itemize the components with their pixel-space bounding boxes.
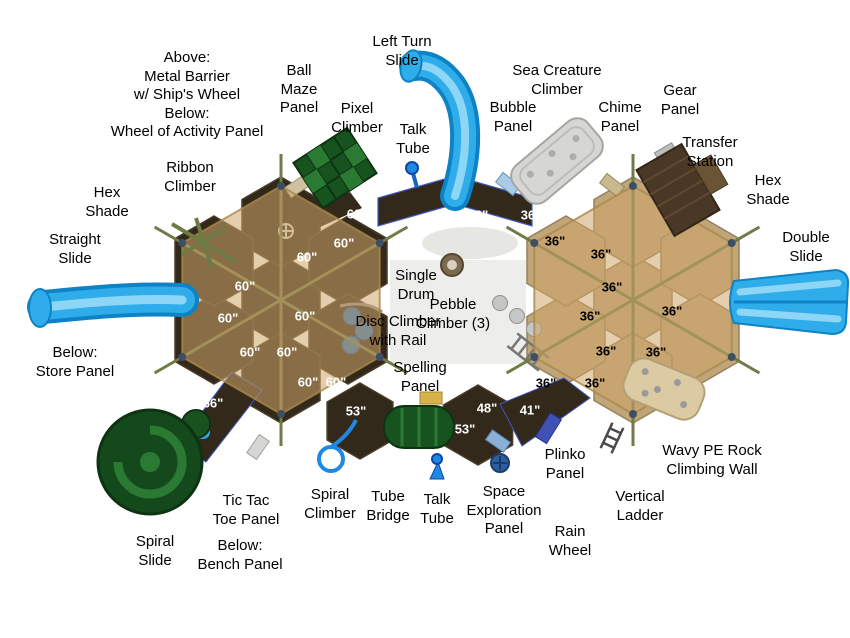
shade-post — [530, 239, 539, 247]
plinko-panel-label: Plinko Panel — [544, 446, 586, 482]
deck-height-measurement: 36" — [595, 343, 617, 359]
deck-height-measurement: 60" — [346, 206, 368, 222]
straight-slide-label: Straight Slide — [49, 231, 101, 267]
deck-height-measurement: 36" — [467, 207, 489, 223]
pebble-climber-label: Pebble Climber (3) — [415, 296, 491, 332]
space-exploration-panel-label: Space Exploration Panel — [466, 483, 542, 537]
shade-post — [178, 239, 187, 247]
shade-post — [178, 353, 187, 361]
store-panel-note-label: Below: Store Panel — [35, 344, 115, 380]
deck-hex-53in — [326, 382, 394, 460]
transfer-station-label: Transfer Station — [682, 134, 738, 170]
tube-bridge-label: Tube Bridge — [366, 488, 410, 524]
tic-tac-toe-panel-label: Tic Tac Toe Panel — [212, 492, 280, 528]
talk-tube-top-graphic — [405, 161, 419, 189]
talk-tube-bottom-label: Talk Tube — [420, 491, 454, 527]
single-drum-graphic — [440, 253, 464, 277]
rain-wheel-label: Rain Wheel — [548, 523, 592, 559]
plinko-panel-graphic — [534, 412, 563, 445]
deck-height-measurement: 60" — [297, 374, 319, 390]
deck-height-measurement: 60" — [296, 249, 318, 265]
deck-height-measurement: 53" — [345, 403, 367, 419]
spelling-panel-graphic — [419, 391, 443, 405]
ribbon-climber-graphic — [170, 217, 238, 269]
shade-post — [727, 239, 736, 247]
shade-post — [277, 410, 285, 418]
shade-layer — [153, 154, 761, 446]
ball-maze-panel-label: Ball Maze Panel — [279, 62, 319, 116]
single-drum-label: Single Drum — [395, 267, 437, 303]
deck-height-measurement: 60" — [325, 374, 347, 390]
tic-tac-toe-panel-graphic — [246, 433, 270, 461]
rain-wheel-graphic — [490, 453, 510, 473]
structures — [27, 49, 850, 516]
rail-ramp-graphic — [506, 332, 550, 372]
deck-height-measurement: 48" — [476, 400, 498, 416]
vertical-ladder-graphic — [599, 422, 625, 454]
center-ground — [390, 227, 526, 364]
shade-post — [629, 182, 637, 190]
deck-height-measurement: 36" — [601, 279, 623, 295]
bubble-panel-label: Bubble Panel — [489, 99, 537, 135]
spiral-slide-graphic — [96, 408, 211, 516]
metal-barrier-activity-wheel-note-label: Above: Metal Barrier w/ Ship's Wheel Bel… — [110, 49, 264, 140]
deck-height-measurement: 60" — [217, 310, 239, 326]
tube-bridge-graphic — [383, 405, 455, 449]
pixel-climber-graphic — [292, 126, 378, 210]
shade-post — [375, 239, 384, 247]
spiral-climber-label: Spiral Climber — [304, 486, 356, 522]
deck-height-measurement: 60" — [276, 344, 298, 360]
straight-slide-graphic — [27, 282, 199, 328]
vertical-ladder-label: Vertical Ladder — [615, 488, 665, 524]
ribbon-climber-label: Ribbon Climber — [164, 159, 216, 195]
shade-post — [727, 353, 736, 361]
deck-height-measurement: 60" — [333, 235, 355, 251]
deck-height-measurement: 36" — [645, 344, 667, 360]
spiral-climber-graphic — [317, 419, 358, 473]
deck-height-measurement: 60" — [234, 278, 256, 294]
chime-panel-label: Chime Panel — [598, 99, 642, 135]
talk-tube-bottom-graphic — [429, 453, 445, 480]
bench-panel-note-label: Below: Bench Panel — [197, 537, 283, 573]
pixel-climber-label: Pixel Climber — [331, 100, 383, 136]
deck-height-measurement: 36" — [590, 246, 612, 262]
space-exploration-panel-graphic — [484, 429, 512, 453]
shade-post — [530, 353, 539, 361]
deck-height-measurement: 60" — [294, 308, 316, 324]
transfer-station-graphic — [635, 142, 729, 238]
talk-tube-top-label: Talk Tube — [396, 121, 430, 157]
lower-right-walkway — [499, 377, 591, 447]
deck-height-measurement: 60" — [239, 344, 261, 360]
deck-height-measurement: 41" — [519, 402, 541, 418]
chime-panel-graphic — [598, 172, 626, 198]
hex-shade-left-label: Hex Shade — [85, 184, 129, 220]
wavy-rock-climbing-wall-graphic — [622, 357, 706, 421]
disc-climber-with-rail-label: Disc Climber with Rail — [355, 313, 441, 349]
shade-post — [277, 182, 285, 190]
left-turn-slide-graphic — [399, 49, 481, 211]
deck-height-measurement: 36" — [661, 303, 683, 319]
shade-post — [629, 410, 637, 418]
shade-post — [375, 353, 384, 361]
sea-creature-climber-label: Sea Creature Climber — [512, 62, 602, 98]
double-slide-graphic — [729, 268, 850, 336]
wavy-pe-rock-climbing-wall-label: Wavy PE Rock Climbing Wall — [662, 442, 762, 478]
deck-height-measurement: 66" — [202, 395, 224, 411]
post-layer — [178, 182, 736, 418]
spiral-slide-label: Spiral Slide — [135, 533, 175, 569]
deck-height-measurement: 53" — [454, 421, 476, 437]
double-slide-label: Double Slide — [782, 229, 830, 265]
sea-creature-climber-graphic — [510, 117, 604, 205]
spelling-panel-label: Spelling Panel — [393, 359, 447, 395]
deck-height-measurement: 36" — [520, 207, 542, 223]
deck-height-measurement: 36" — [584, 375, 606, 391]
left-turn-slide-label: Left Turn Slide — [372, 33, 432, 69]
deck-height-measurement: 36" — [535, 375, 557, 391]
hex-shade-right-label: Hex Shade — [746, 172, 790, 208]
deck-height-measurement: 36" — [579, 308, 601, 324]
gear-panel-label: Gear Panel — [660, 82, 700, 118]
deck-height-measurement: 36" — [544, 233, 566, 249]
